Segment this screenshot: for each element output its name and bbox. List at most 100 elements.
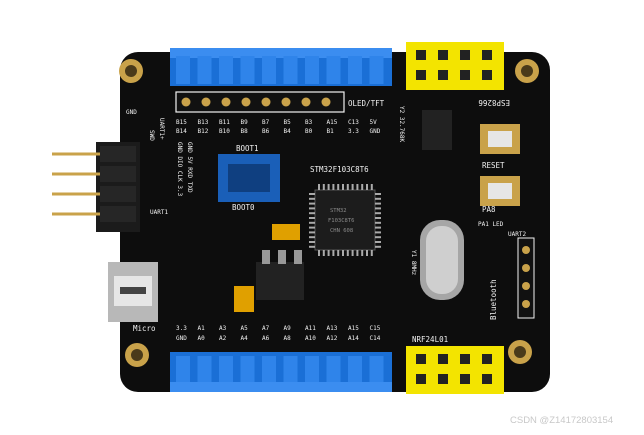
pin-label: B11 xyxy=(219,119,230,126)
top-header-pins xyxy=(176,56,384,84)
pin-label: A9 xyxy=(284,325,292,332)
boot0-label: BOOT0 xyxy=(232,203,255,212)
header-pin xyxy=(219,356,233,382)
pin-label: A3 xyxy=(219,325,227,332)
voltage-regulator xyxy=(256,250,304,300)
header-pin xyxy=(326,356,341,382)
mcu-lead xyxy=(370,184,373,190)
crystal-big-label: Y1 8MHz xyxy=(410,250,417,276)
header-pin xyxy=(283,356,298,382)
socket-hole xyxy=(482,70,492,80)
header-pin xyxy=(262,356,276,382)
socket-hole xyxy=(416,374,426,384)
boot-jumper xyxy=(218,154,280,202)
boot1-label: BOOT1 xyxy=(236,144,259,153)
header-pin xyxy=(176,56,190,84)
nrf24l01-label: NRF24L01 xyxy=(412,335,448,344)
mounting-holes xyxy=(119,59,539,367)
pin-label: 3.3 xyxy=(176,325,187,332)
esp8266-label: ESP8266 xyxy=(478,98,510,107)
uart2-header xyxy=(517,237,535,319)
watermark: CSDN @Z14172803154 xyxy=(510,415,613,426)
mcu-lead xyxy=(309,217,315,219)
header-pin xyxy=(176,356,190,382)
jumper-block xyxy=(100,166,136,182)
pa8-switch xyxy=(480,176,520,206)
gnd-label: GND xyxy=(126,109,137,116)
pin-label: B4 xyxy=(284,128,292,135)
pin-label: GND xyxy=(176,335,187,342)
header-pin xyxy=(262,56,276,84)
mcu-lead xyxy=(375,245,381,248)
mcu-lead xyxy=(375,236,381,239)
mcu-lead xyxy=(332,184,335,190)
pin-label: C14 xyxy=(370,335,381,342)
pin-label: 3.3 xyxy=(348,128,359,135)
mcu-lead xyxy=(375,221,381,224)
mcu-lead xyxy=(309,197,315,200)
header-pin xyxy=(240,56,255,84)
mcu-lead xyxy=(309,241,315,243)
pin-label: B7 xyxy=(262,119,270,126)
socket-hole xyxy=(416,70,426,80)
pad xyxy=(241,97,251,107)
pin-label: A0 xyxy=(198,335,206,342)
mcu-lead xyxy=(342,184,344,190)
left-jumper-header xyxy=(52,142,140,232)
swd-label: SWD xyxy=(148,130,155,141)
jumper-block xyxy=(100,186,136,202)
socket-hole xyxy=(460,70,470,80)
socket-hole xyxy=(416,354,426,364)
mcu-lead xyxy=(309,221,315,224)
uart2-label: UART2 xyxy=(508,231,526,238)
pin-label: A5 xyxy=(241,325,249,332)
socket-hole xyxy=(482,354,492,364)
mcu-lead xyxy=(346,184,349,190)
mcu-lead xyxy=(351,184,354,190)
pin-label: GND xyxy=(370,128,381,135)
pin-label: A4 xyxy=(241,335,249,342)
pin-label: A1 xyxy=(198,325,206,332)
socket-hole xyxy=(438,70,448,80)
svg-text:STM32: STM32 xyxy=(330,208,347,214)
pin-label: A14 xyxy=(348,335,359,342)
pin-label: A15 xyxy=(348,325,359,332)
mcu-lead xyxy=(309,193,315,195)
pad xyxy=(201,97,211,107)
socket-hole xyxy=(460,354,470,364)
header-pin xyxy=(197,356,212,382)
pin-label: A13 xyxy=(327,325,338,332)
mcu-lead xyxy=(375,212,381,215)
socket-hole xyxy=(438,354,448,364)
mcu-lead xyxy=(361,250,364,256)
mcu-lead xyxy=(356,250,359,256)
mcu-lead xyxy=(327,184,330,190)
svg-text:CHN 608: CHN 608 xyxy=(330,228,353,234)
mcu-lead xyxy=(366,250,368,256)
pin-label: B9 xyxy=(241,119,249,126)
socket-hole xyxy=(438,50,448,60)
pin-label: B1 xyxy=(327,128,335,135)
pad xyxy=(181,97,191,107)
jumper-block xyxy=(100,206,136,222)
mcu-lead xyxy=(309,231,315,234)
bottom-header-pins xyxy=(176,356,384,382)
pin-label: C13 xyxy=(348,119,359,126)
bluetooth-label: Bluetooth xyxy=(489,279,498,320)
pa8-label: PA8 xyxy=(482,205,496,214)
crystal-small-label: Y2 32.768K xyxy=(398,106,405,143)
pin-label: B12 xyxy=(198,128,209,135)
crystal-small xyxy=(422,110,452,150)
mcu-lead xyxy=(346,250,349,256)
mcu-lead xyxy=(309,202,315,205)
mcu-lead xyxy=(375,217,381,219)
header-pin xyxy=(240,356,255,382)
uart1-pins-label: GND 5V RXD TXD xyxy=(186,142,193,193)
reset-label: RESET xyxy=(482,161,505,170)
pin-label: A15 xyxy=(327,119,338,126)
mcu-lead xyxy=(327,250,330,256)
pa1-led-label: PA1 LED xyxy=(478,221,504,228)
jumper-pin xyxy=(52,152,102,156)
